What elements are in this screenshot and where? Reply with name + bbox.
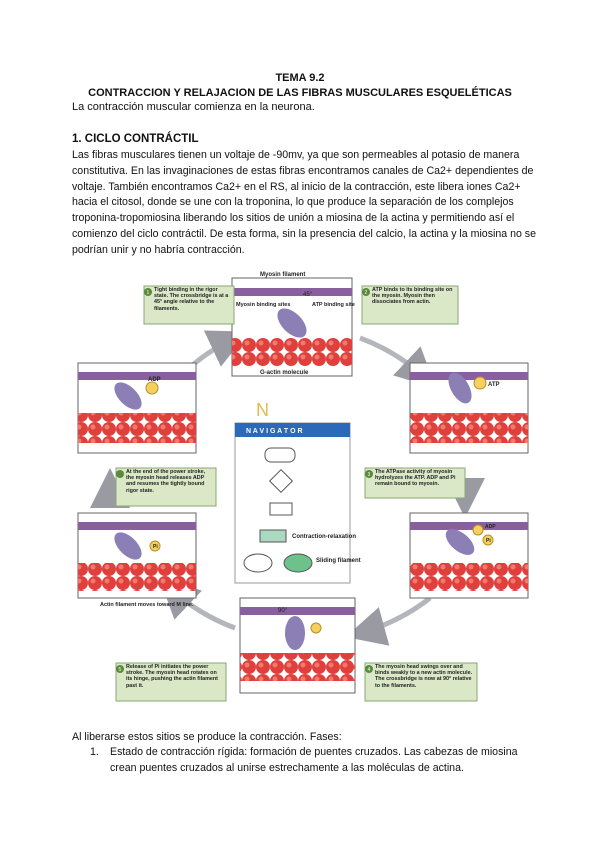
panel-adp-pi-bound (410, 513, 528, 598)
myosin-binding-sites-label: Myosin binding sites (236, 302, 290, 308)
step-5-text: Release of Pi initiates the power stroke… (126, 664, 224, 689)
step-6-text: At the end of the power stroke, the myos… (126, 469, 214, 494)
navigator-title: N A V I G A T O R (246, 428, 303, 435)
g-actin-label: G-actin molecule (260, 370, 309, 376)
svg-text:1: 1 (147, 290, 150, 296)
nav-sliding-label: Sliding filament (316, 558, 361, 564)
step-2-box: 2 ATP binds to its binding site on the m… (362, 286, 458, 324)
document-subtitle: CONTRACCION Y RELAJACION DE LAS FIBRAS M… (0, 87, 600, 99)
actin-moves-label: Actin filament moves toward M line. (100, 602, 194, 608)
list-item-number: 1. (90, 745, 99, 761)
adp-label: ADP (148, 377, 161, 383)
pi-label-right: Pi (486, 538, 491, 544)
after-figure-text: Al liberarse estos sitios se produce la … (72, 731, 342, 743)
intro-text: La contracción muscular comienza en la n… (72, 101, 315, 113)
angle-90-label: 90° (278, 608, 288, 614)
atp-binding-site-label: ATP binding site (312, 302, 355, 308)
svg-text:5: 5 (119, 667, 122, 673)
section-heading: 1. CICLO CONTRÁCTIL (72, 133, 199, 145)
panel-adp-bound-left (78, 363, 196, 453)
step-3-text: The ATPase activity of myosin hydrolyzes… (375, 469, 463, 488)
svg-text:3: 3 (368, 472, 371, 478)
step-1-text: Tight binding in the rigor state. The cr… (154, 287, 232, 312)
svg-text:2: 2 (365, 290, 368, 296)
svg-text:N: N (256, 400, 269, 420)
panel-rigor-state (232, 278, 352, 376)
step-5-box: 5 Release of Pi initiates the power stro… (116, 663, 226, 701)
adp-label-right: ADP (485, 524, 496, 530)
step-4-text: The myosin head swings over and binds we… (375, 664, 475, 689)
document-title: TEMA 9.2 (0, 72, 600, 84)
step-2-text: ATP binds to its binding site on the myo… (372, 287, 456, 306)
atp-label: ATP (488, 382, 500, 388)
step-1-box: 1 Tight binding in the rigor state. The … (144, 286, 234, 324)
cycle-arrow (360, 598, 430, 633)
step-4-box: 4 The myosin head swings over and binds … (365, 663, 477, 701)
angle-45-label: 45° (303, 292, 313, 298)
nav-contraction-label: Contraction-relaxation (292, 534, 356, 540)
pi-label-left: Pi (153, 544, 158, 550)
panel-power-stroke (78, 513, 196, 598)
section-paragraph: Las fibras musculares tienen un voltaje … (72, 148, 542, 259)
step-3-box: 3 The ATPase activity of myosin hydrolyz… (365, 468, 465, 498)
list-item-text: Estado de contracción rígida: formación … (110, 745, 530, 777)
contraction-cycle-figure: Myosin filament Myosin binding sites ATP… (60, 268, 540, 723)
myosin-filament-label: Myosin filament (260, 272, 305, 278)
panel-weak-binding (240, 598, 355, 693)
svg-text:4: 4 (368, 667, 371, 673)
step-6-box: At the end of the power stroke, the myos… (116, 468, 216, 506)
panel-atp-bound (410, 363, 528, 453)
